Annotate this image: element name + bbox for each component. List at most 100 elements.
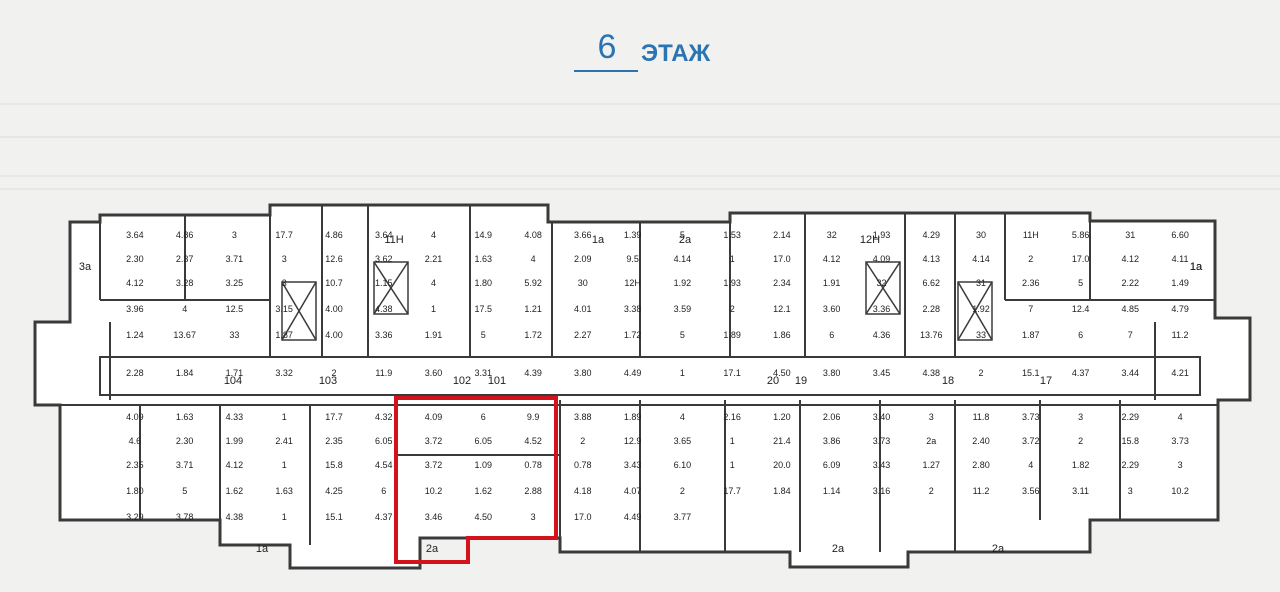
room-label: 1.63	[275, 486, 293, 496]
room-label: 3.11	[1072, 486, 1089, 496]
room-label: 3.28	[176, 278, 194, 288]
room-label: 5.92	[524, 278, 542, 288]
elevator-icon	[281, 281, 317, 341]
room-label: 1.15	[375, 278, 393, 288]
room-label: 33	[229, 330, 239, 340]
room-label: 10.2	[425, 486, 443, 496]
room-label: 4.79	[1171, 304, 1189, 314]
room-label: 32	[876, 278, 886, 288]
room-label: 1	[680, 368, 685, 378]
room-label: 11.8	[973, 412, 990, 422]
room-label: 1.09	[475, 460, 493, 470]
background-guide-lines	[0, 103, 1280, 190]
room-label: 2.88	[524, 486, 542, 496]
room-label: 4.18	[574, 486, 592, 496]
room-label: 3.43	[873, 460, 891, 470]
room-label: 5	[1078, 278, 1083, 288]
room-label: 0.78	[524, 460, 542, 470]
room-label: 1.21	[524, 304, 542, 314]
room-label: 1.89	[723, 330, 741, 340]
room-label: 4.50	[773, 368, 791, 378]
floor-number: 6	[597, 28, 617, 66]
room-label: 2	[1078, 436, 1083, 446]
room-label: 17.7	[275, 230, 293, 240]
room-label: 4	[531, 254, 536, 264]
room-label: 4.09	[873, 254, 891, 264]
room-label: 2	[929, 486, 934, 496]
room-label: 2	[580, 436, 585, 446]
room-label: 1.62	[475, 486, 493, 496]
room-label: 1.72	[524, 330, 542, 340]
room-label: 3.15	[275, 304, 293, 314]
floor-number-underline	[574, 70, 638, 72]
room-label: 3	[232, 230, 237, 240]
room-label: 1.14	[823, 486, 841, 496]
room-label: 3.73	[1022, 412, 1040, 422]
room-label: 2.09	[574, 254, 592, 264]
room-label: 33	[976, 330, 986, 340]
room-label: 11Н	[1023, 230, 1039, 240]
room-label: 1	[730, 460, 735, 470]
room-label: 2.29	[1122, 412, 1140, 422]
room-label: 2.40	[972, 436, 990, 446]
room-label: 4	[680, 412, 685, 422]
room-label: 4.07	[624, 486, 642, 496]
room-label: 7	[1128, 330, 1133, 340]
room-label: 1.72	[624, 330, 642, 340]
room-label: 1.87	[1022, 330, 1040, 340]
room-label: 2.35	[325, 436, 343, 446]
room-label: 30	[976, 230, 986, 240]
room-label: 1.49	[1171, 278, 1189, 288]
room-label: 2.16	[723, 412, 741, 422]
room-label: 4.09	[425, 412, 443, 422]
room-label: 4.14	[674, 254, 692, 264]
room-label: 2.35	[126, 460, 144, 470]
room-label: 4.37	[1072, 368, 1090, 378]
room-label: 1	[431, 304, 436, 314]
room-label: 3.66	[574, 230, 592, 240]
room-label: 1.93	[723, 278, 741, 288]
room-label: 9.5	[626, 254, 639, 264]
room-label: 3.64	[375, 230, 393, 240]
room-label: 2.14	[773, 230, 791, 240]
room-label: 15.8	[325, 460, 343, 470]
room-label: 2.37	[176, 254, 194, 264]
room-label: 1.87	[275, 330, 293, 340]
room-label: 4.37	[375, 512, 393, 522]
room-label: 4.32	[375, 412, 393, 422]
room-label: 13.76	[920, 330, 943, 340]
room-label: 3.36	[375, 330, 393, 340]
elevator-icon	[373, 261, 409, 315]
room-label: 12.4	[1072, 304, 1090, 314]
apartment-number: 101	[488, 375, 506, 387]
room-label: 14.9	[475, 230, 493, 240]
room-label: 4.85	[1122, 304, 1140, 314]
room-label: 1.99	[226, 436, 244, 446]
room-label: 2.34	[773, 278, 791, 288]
room-label: 6.10	[674, 460, 692, 470]
floor-title: 6 ЭТАЖ	[0, 28, 1280, 78]
balcony-label: 1а	[592, 234, 605, 246]
room-label: 11.2	[1172, 330, 1189, 340]
balcony-label: 2а	[992, 543, 1005, 555]
room-label: 4.38	[375, 304, 393, 314]
room-label: 2	[730, 304, 735, 314]
room-label: 1.80	[475, 278, 493, 288]
room-label: 4.29	[923, 230, 941, 240]
room-label: 3	[1178, 460, 1183, 470]
room-label: 2.30	[176, 436, 194, 446]
room-label: 17.0	[574, 512, 592, 522]
room-label: 4	[431, 230, 436, 240]
room-label: 3	[1128, 486, 1133, 496]
room-label: 5.86	[1072, 230, 1090, 240]
room-label: 3.88	[574, 412, 592, 422]
room-label: 1.39	[624, 230, 642, 240]
room-label: 2.30	[126, 254, 144, 264]
room-label: 4.36	[873, 330, 891, 340]
room-label: 3.44	[1122, 368, 1140, 378]
apartment-number: 102	[453, 375, 471, 387]
room-label: 4.12	[126, 278, 144, 288]
room-label: 2.21	[425, 254, 443, 264]
room-label: 2	[680, 486, 685, 496]
